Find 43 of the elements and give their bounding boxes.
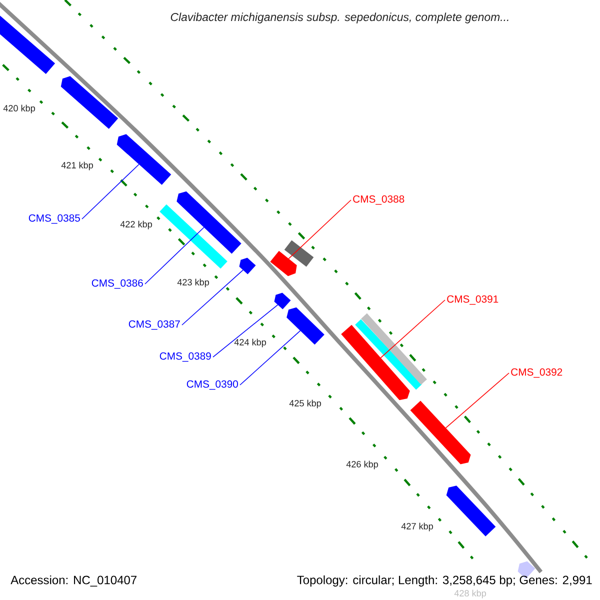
leader-line (182, 270, 244, 326)
footer-text: Accession: NC_010407 (10, 575, 136, 587)
gene-block (410, 400, 471, 464)
gene-label: CMS_0387 (128, 320, 180, 330)
scale-label: 427 kbp (401, 522, 433, 532)
gene-label: CMS_0391 (447, 295, 498, 305)
scale-label: 420 kbp (3, 104, 35, 114)
gene-label: CMS_0386 (92, 279, 143, 289)
gene-block (176, 191, 242, 254)
gene-block (446, 486, 496, 536)
scale-label: 422 kbp (120, 220, 152, 230)
feature-bar (284, 240, 314, 267)
title: Clavibacter michiganensis subsp. sepedonicus, complete genom... (170, 12, 508, 24)
leader-line (288, 200, 352, 260)
leader-line (445, 372, 510, 428)
scale-label: 426 kbp (346, 460, 378, 470)
feature-bar (160, 204, 228, 269)
gene-block (286, 307, 324, 345)
feature-bar (355, 319, 422, 390)
gene-block (239, 258, 256, 274)
gene-block (341, 324, 410, 400)
gene-label: CMS_0392 (511, 368, 562, 378)
feature-bar (361, 313, 427, 385)
gene-block (60, 76, 118, 129)
gene-label: CMS_0389 (160, 352, 211, 362)
gene-block (274, 292, 291, 310)
scale-label: 428 kbp (454, 590, 486, 598)
scale-label: 425 kbp (289, 400, 321, 408)
leader-line (144, 226, 204, 284)
leader-line (240, 330, 301, 386)
gene-block (0, 14, 56, 74)
gene-label: CMS_0388 (353, 195, 404, 205)
gene-block (270, 250, 297, 276)
leader-line (212, 304, 278, 358)
gene-label: CMS_0385 (28, 214, 80, 224)
leader-line (82, 164, 140, 220)
gene-label: CMS_0390 (186, 380, 238, 390)
gene-block (116, 134, 172, 185)
scale-label: 421 kbp (61, 162, 93, 170)
scale-label: 423 kbp (177, 278, 209, 288)
leader-line (380, 300, 446, 358)
footer-text: Topology: circular; Length: 3,258,645 bp; Genes: 2,991 (297, 575, 592, 587)
scale-label: 424 kbp (234, 338, 266, 348)
